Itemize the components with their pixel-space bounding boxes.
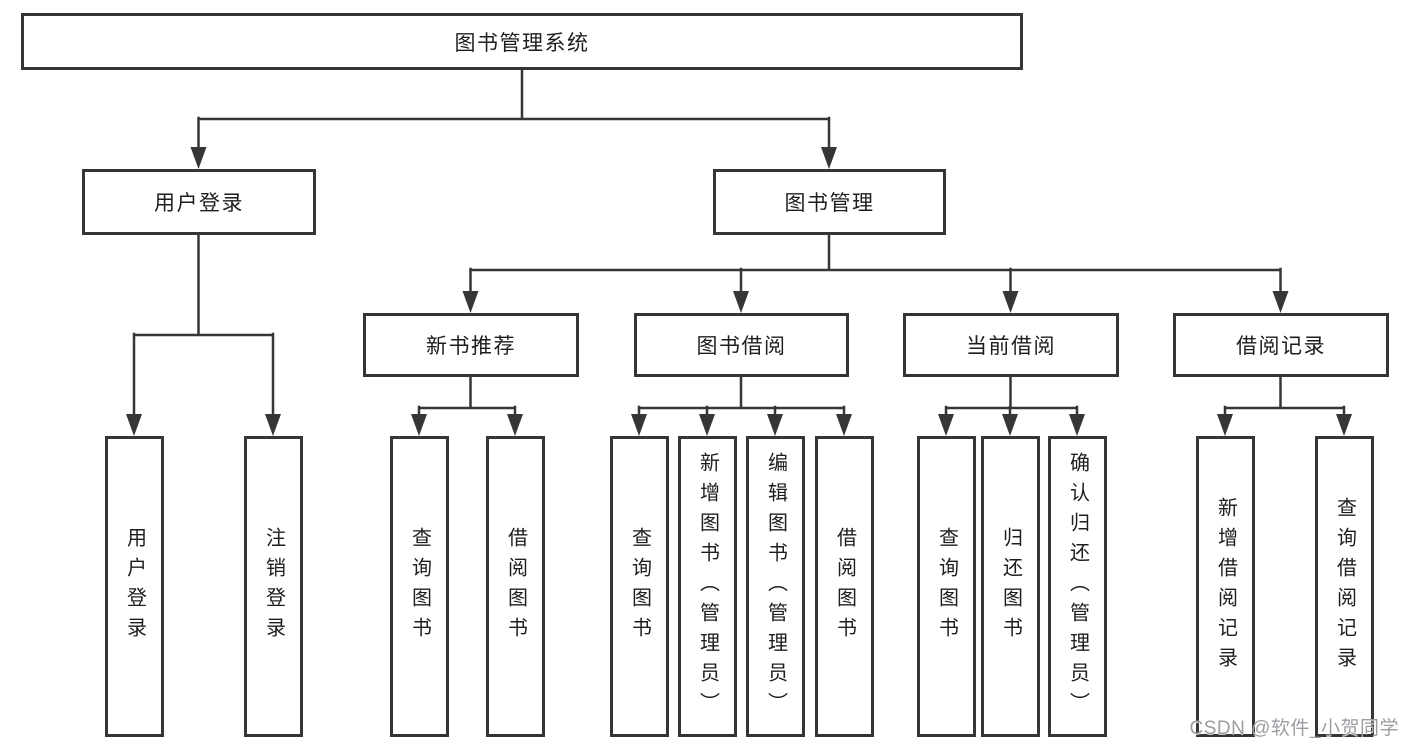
leaf-return-book-label: 归还图书 — [999, 526, 1022, 647]
leaf-query-book-borrow: 查询图书 — [610, 436, 669, 737]
leaf-borrow-book-label: 借阅图书 — [833, 526, 856, 647]
leaf-add-book-admin-label: 新增图书（管理员） — [696, 451, 719, 722]
leaf-query-borrow-record: 查询借阅记录 — [1315, 436, 1374, 737]
node-book-borrow-label: 图书借阅 — [696, 335, 787, 358]
leaf-query-book-borrow-label: 查询图书 — [628, 526, 651, 647]
node-new-book-recommend-label: 新书推荐 — [426, 335, 516, 358]
csdn-watermark: CSDN @软件_小贺同学 — [1189, 718, 1399, 739]
node-root: 图书管理系统 — [21, 13, 1023, 70]
node-user-login: 用户登录 — [82, 169, 316, 235]
leaf-add-borrow-record: 新增借阅记录 — [1196, 436, 1255, 737]
leaf-add-borrow-record-label: 新增借阅记录 — [1214, 496, 1237, 677]
node-book-borrow: 图书借阅 — [634, 313, 849, 377]
leaf-query-book-newbook-label: 查询图书 — [408, 526, 431, 647]
arrow-down-icon — [126, 147, 1352, 436]
leaf-logout-label: 注销登录 — [262, 526, 285, 647]
leaf-borrow-book-newbook: 借阅图书 — [486, 436, 545, 737]
node-current-borrow: 当前借阅 — [903, 313, 1119, 377]
node-book-management: 图书管理 — [713, 169, 946, 235]
node-borrow-record: 借阅记录 — [1173, 313, 1389, 377]
leaf-query-book-current: 查询图书 — [917, 436, 976, 737]
leaf-return-book: 归还图书 — [981, 436, 1040, 737]
leaf-query-book-newbook: 查询图书 — [390, 436, 449, 737]
node-current-borrow-label: 当前借阅 — [966, 335, 1056, 358]
node-user-login-label: 用户登录 — [154, 192, 244, 215]
node-borrow-record-label: 借阅记录 — [1236, 335, 1326, 358]
leaf-user-login-label: 用户登录 — [123, 526, 146, 647]
leaf-add-book-admin: 新增图书（管理员） — [678, 436, 737, 737]
leaf-confirm-return-admin: 确认归还（管理员） — [1048, 436, 1107, 737]
leaf-query-borrow-record-label: 查询借阅记录 — [1333, 496, 1356, 677]
node-book-management-label: 图书管理 — [784, 192, 875, 215]
leaf-borrow-book-newbook-label: 借阅图书 — [504, 526, 527, 647]
node-root-label: 图书管理系统 — [454, 31, 590, 55]
node-new-book-recommend: 新书推荐 — [363, 313, 579, 377]
leaf-borrow-book: 借阅图书 — [815, 436, 874, 737]
leaf-logout: 注销登录 — [244, 436, 303, 737]
tree-branch-lines — [132, 67, 1346, 420]
leaf-query-book-current-label: 查询图书 — [935, 526, 958, 647]
leaf-confirm-return-admin-label: 确认归还（管理员） — [1066, 451, 1089, 722]
leaf-user-login: 用户登录 — [105, 436, 164, 737]
leaf-edit-book-admin: 编辑图书（管理员） — [746, 436, 805, 737]
leaf-edit-book-admin-label: 编辑图书（管理员） — [764, 451, 787, 722]
